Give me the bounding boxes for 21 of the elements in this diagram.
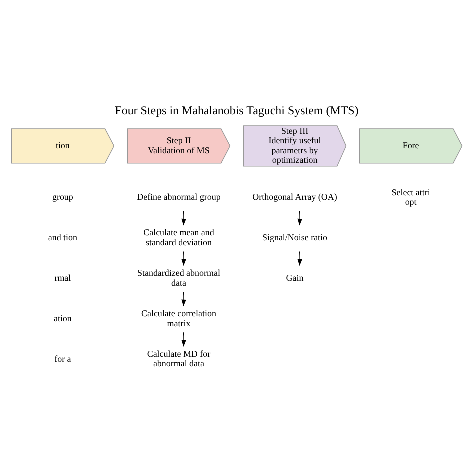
node-text: Standardized abnormal data [138,268,220,288]
arrow [298,250,302,266]
arrow [182,210,186,226]
node-text: Calculate MD for abnormal data [147,348,211,368]
label: ation [54,312,72,323]
arrow [182,332,186,346]
label: rmal [54,272,72,282]
node-text: Orthogonal Array (OA) [252,192,338,202]
node-text: Signal/Noise ratio [262,232,328,242]
node-text: Calculate mean and standard deviation [144,227,214,247]
arrow [182,291,186,306]
diagram-title: Four Steps in Mahalanobis Taguchi System (MTS) [115,103,359,118]
label: group [52,192,74,202]
node-text: Gain [286,272,304,282]
node-text: Define abnormal group [137,192,221,202]
node-text: Calculate correlation matrix [142,308,216,328]
arrow [182,250,186,266]
label: Select attri opt [392,186,430,207]
label: and tion [48,232,78,242]
label: for a [54,353,72,364]
arrow [298,210,302,226]
